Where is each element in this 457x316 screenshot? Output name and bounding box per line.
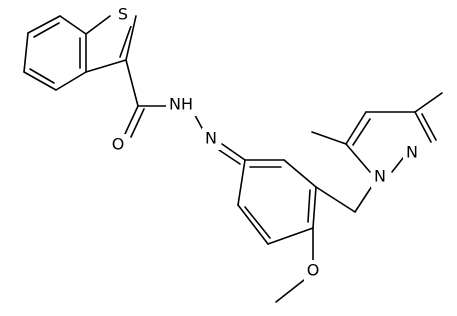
carbonyl-oxygen-label: O — [112, 135, 125, 154]
atom-labels: S NH N O O N N — [109, 4, 421, 282]
pyrazole-methyl-groups — [311, 92, 443, 145]
methoxy-oxygen-label: O — [307, 261, 320, 280]
methylene-linker — [315, 185, 373, 213]
pyrazole-n1-label: N — [374, 167, 386, 186]
sulfur-atom-label: S — [118, 5, 128, 24]
dimethyl-pyrazole-ring — [345, 111, 437, 173]
methoxy-group — [275, 227, 314, 303]
benzothiophene-benzene-ring — [23, 15, 87, 91]
pyrazole-n2-label: N — [406, 143, 418, 162]
benzothiophene-thiophene-ring — [85, 15, 137, 73]
methoxy-benzene-ring — [237, 159, 317, 245]
hydrazone-nitrogen-label: N — [205, 129, 217, 148]
hydrazide-nh-label: NH — [169, 95, 193, 114]
carbonyl-hydrazide-linkage — [124, 59, 246, 165]
